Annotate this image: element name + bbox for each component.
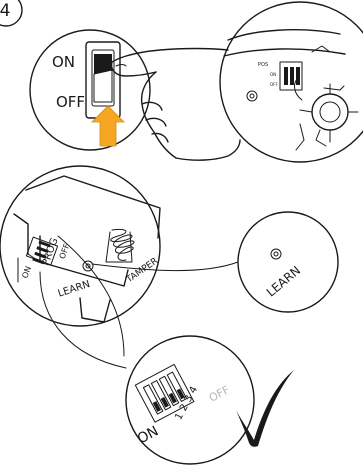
dip-number-1: 1 bbox=[173, 411, 186, 422]
switch-callout: ON OFF bbox=[30, 30, 150, 150]
device-led bbox=[247, 91, 257, 101]
device-on-label: ON bbox=[270, 72, 276, 77]
board-on-label: ON bbox=[20, 265, 33, 280]
step-badge: 4 bbox=[0, 0, 22, 26]
step-number: 4 bbox=[0, 1, 10, 21]
device-callout: POS ON OFF bbox=[220, 2, 363, 162]
board-learn-label: LEARN bbox=[57, 279, 92, 300]
device-mechanism bbox=[312, 94, 348, 130]
learn-leader-line bbox=[92, 262, 238, 271]
learn-button[interactable] bbox=[271, 249, 281, 259]
switch-on-label: ON bbox=[52, 53, 75, 71]
dip-number-3: 3 bbox=[183, 394, 196, 405]
spring-icon bbox=[106, 229, 134, 262]
switch-off-label: OFF bbox=[56, 93, 85, 111]
board-off-label: OFF bbox=[58, 242, 72, 260]
dip-on-label: ON bbox=[135, 423, 161, 447]
learn-callout: LEARN bbox=[238, 212, 338, 312]
switch-housing bbox=[86, 42, 120, 118]
arrow-up-icon bbox=[92, 106, 124, 146]
device-off-label: OFF bbox=[270, 82, 278, 87]
board-tamper-label: TAMPER bbox=[124, 256, 160, 285]
learn-callout-label: LEARN bbox=[264, 263, 303, 299]
dip-callout: 1 2 3 4 ON OFF bbox=[126, 336, 294, 464]
dip-off-label: OFF bbox=[207, 383, 232, 404]
device-pos-label: POS bbox=[258, 62, 268, 68]
hand-icon bbox=[112, 49, 240, 161]
checkmark-icon bbox=[236, 370, 294, 447]
